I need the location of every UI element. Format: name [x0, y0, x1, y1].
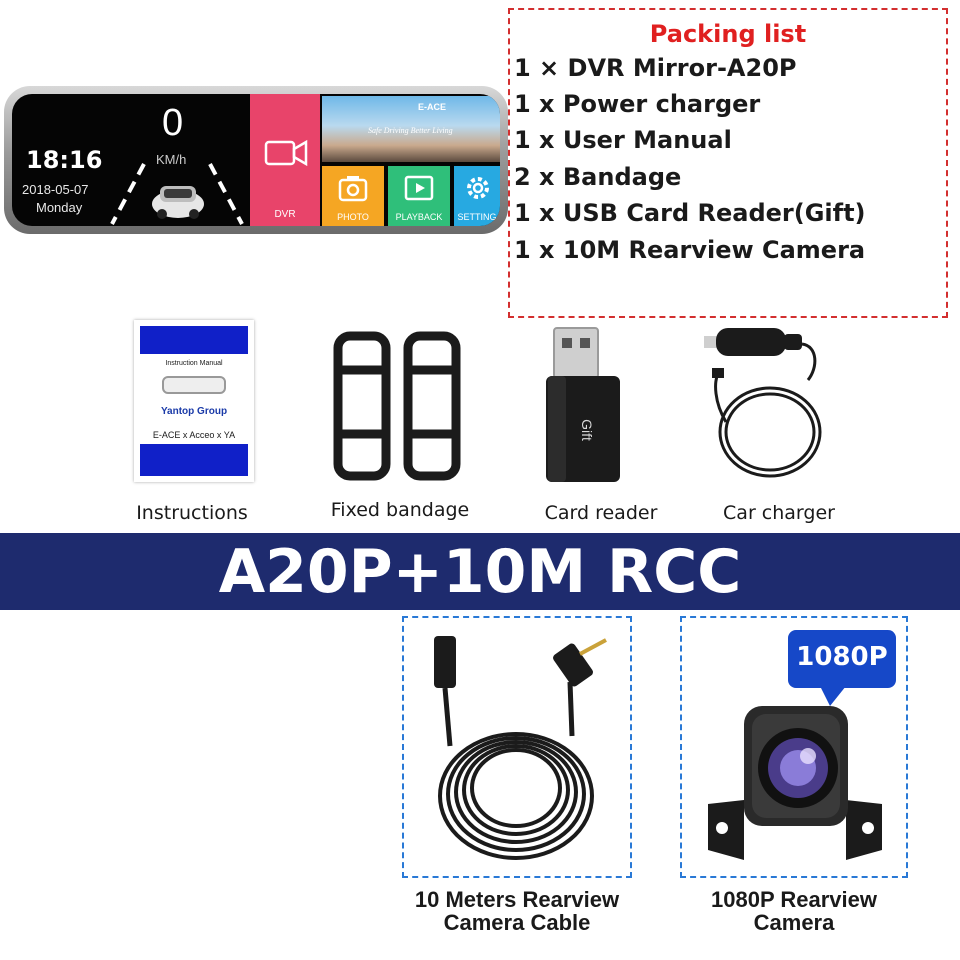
- packing-list-title: Packing list: [649, 20, 807, 48]
- video-camera-icon: [264, 139, 308, 167]
- photo-tile-label: PHOTO: [337, 212, 369, 222]
- mirror-screen: 0 KM/h 18:16 2018-05-07 Monday DVR E-ACE…: [12, 94, 500, 226]
- bandage-image: [333, 331, 461, 481]
- camera-label-line-2: Camera: [753, 910, 835, 935]
- clock: 18:16: [26, 146, 103, 174]
- speed-readout: 0: [162, 102, 184, 144]
- camera-cable-image: [434, 636, 607, 860]
- accessory-label-bandage: Fixed bandage: [330, 499, 470, 521]
- rearview-camera-image: [708, 706, 882, 860]
- brand-slogan: Safe Driving Better Living: [368, 126, 453, 135]
- manual-bottom-band: [140, 444, 248, 476]
- manual-top-band: [140, 326, 248, 354]
- cable-box: [402, 616, 632, 878]
- car-charger-image: [704, 328, 822, 478]
- manual-brand: Yantop Group: [160, 406, 228, 417]
- setting-tile: SETTING: [454, 166, 500, 226]
- manual-mirror-illustration: [162, 376, 226, 394]
- product-banner: A20P+10M RCC: [0, 533, 960, 610]
- gear-icon: [467, 177, 489, 199]
- photo-tile: PHOTO: [322, 166, 384, 226]
- packing-item: 1 x 10M Rearview Camera: [514, 236, 866, 264]
- camera-box: [680, 616, 908, 878]
- camera-label-line-1: 1080P Rearview: [711, 887, 877, 912]
- playback-icon: [404, 175, 434, 201]
- accessory-label-instructions: Instructions: [136, 502, 248, 524]
- setting-tile-label: SETTING: [457, 212, 497, 222]
- resolution-badge-text: 1080P: [796, 642, 888, 672]
- road-car-icon: [110, 163, 244, 225]
- badge-pointer: [820, 686, 846, 706]
- banner-title: A20P+10M RCC: [218, 537, 742, 607]
- dvr-mirror-image: 0 KM/h 18:16 2018-05-07 Monday DVR E-ACE…: [4, 86, 508, 234]
- resolution-badge: 1080P: [788, 630, 896, 688]
- cable-label-line-2: Camera Cable: [443, 910, 591, 935]
- camera-icon: [338, 176, 368, 202]
- playback-tile: PLAYBACK: [388, 166, 450, 226]
- speed-unit: KM/h: [156, 152, 187, 167]
- playback-tile-label: PLAYBACK: [395, 212, 443, 222]
- card-reader-image: [546, 327, 620, 482]
- packing-item: 2 x Bandage: [514, 163, 682, 191]
- accessory-label-car-charger: Car charger: [723, 502, 835, 524]
- manual-title: Instruction Manual: [165, 360, 223, 367]
- promo-banner-tile: E-ACE Safe Driving Better Living: [322, 96, 500, 162]
- packing-item: 1 x Power charger: [514, 90, 761, 118]
- packing-item: 1 × DVR Mirror-A20P: [514, 54, 797, 82]
- packing-item: 1 x USB Card Reader(Gift): [514, 199, 866, 227]
- instruction-manual-image: Instruction Manual Yantop Group E-ACE x …: [134, 320, 254, 482]
- date: 2018-05-07: [22, 182, 89, 197]
- packing-list-box: Packing list 1 × DVR Mirror-A20P 1 x Pow…: [508, 8, 948, 318]
- accessory-label-card-reader: Card reader: [544, 502, 658, 524]
- weekday: Monday: [36, 200, 83, 215]
- packing-item: 1 x User Manual: [514, 126, 732, 154]
- manual-logos: E-ACE x Acceo x YA: [152, 430, 236, 440]
- brand-logo: E-ACE: [418, 102, 447, 112]
- card-reader-gift-text: Gift: [578, 419, 595, 441]
- dvr-tile-label: DVR: [274, 209, 296, 220]
- dvr-tile: DVR: [250, 94, 320, 226]
- cable-label-line-1: 10 Meters Rearview: [414, 887, 620, 912]
